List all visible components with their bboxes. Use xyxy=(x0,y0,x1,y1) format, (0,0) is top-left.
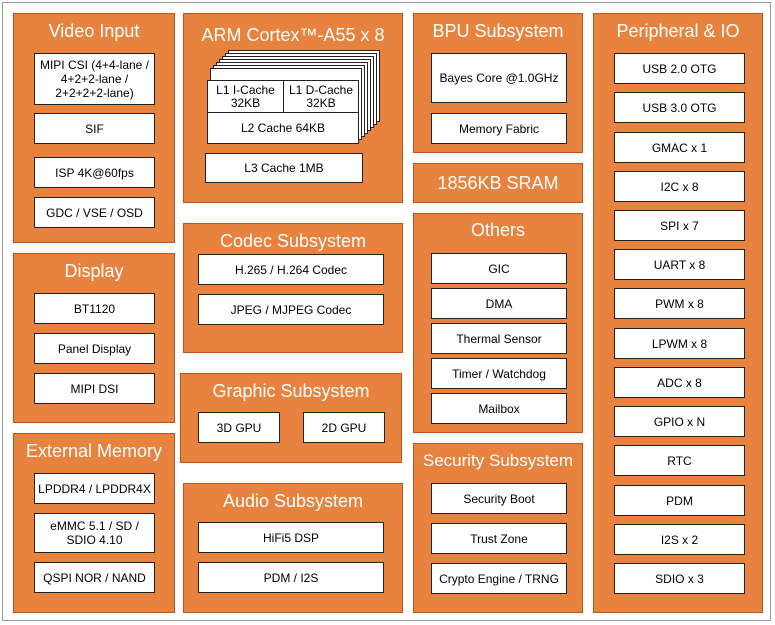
bpu-block: BPU Subsystem Bayes Core @1.0GHz Memory … xyxy=(413,13,583,153)
pwm-item: PWM x 8 xyxy=(614,288,745,319)
graphic-title: Graphic Subsystem xyxy=(212,381,370,401)
security-block: Security Subsystem Security Boot Trust Z… xyxy=(413,443,583,613)
emmc-sd-item: eMMC 5.1 / SD / SDIO 4.10 xyxy=(34,513,155,553)
isp-item: ISP 4K@60fps xyxy=(34,157,155,188)
security-boot-item: Security Boot xyxy=(431,483,567,514)
memory-fabric-item: Memory Fabric xyxy=(431,113,567,144)
display-block: Display BT1120 Panel Display MIPI DSI xyxy=(13,253,175,423)
peripheral-io-title: Peripheral & IO xyxy=(616,21,740,41)
codec-block: Codec Subsystem H.265 / H.264 Codec JPEG… xyxy=(183,223,403,353)
dma-item: DMA xyxy=(431,288,567,319)
security-title: Security Subsystem xyxy=(422,451,574,470)
lpddr4-item: LPDDR4 / LPDDR4X xyxy=(34,473,155,504)
bt1120-item: BT1120 xyxy=(34,293,155,324)
crypto-engine-trng-item: Crypto Engine / TRNG xyxy=(431,563,567,594)
2d-gpu-item: 2D GPU xyxy=(303,412,385,443)
codec-title: Codec Subsystem xyxy=(219,231,367,251)
adc-item: ADC x 8 xyxy=(614,367,745,398)
usb2-otg-item: USB 2.0 OTG xyxy=(614,53,745,84)
jpeg-mjpeg-codec-item: JPEG / MJPEG Codec xyxy=(198,294,384,325)
bpu-title: BPU Subsystem xyxy=(432,21,564,41)
gpio-item: GPIO x N xyxy=(614,406,745,437)
hifi5-dsp-item: HiFi5 DSP xyxy=(198,522,384,553)
3d-gpu-item: 3D GPU xyxy=(198,412,280,443)
external-memory-block: External Memory LPDDR4 / LPDDR4X eMMC 5.… xyxy=(13,433,175,613)
uart-item: UART x 8 xyxy=(614,249,745,280)
gdc-vse-osd-item: GDC / VSE / OSD xyxy=(34,197,155,228)
i2s-item: I2S x 2 xyxy=(614,524,745,555)
cpu-block: ARM Cortex™-A55 x 8 L1 I-Cache 32KB L1 D… xyxy=(183,13,403,203)
mailbox-item: Mailbox xyxy=(431,393,567,424)
sdio-item: SDIO x 3 xyxy=(614,563,745,594)
sif-item: SIF xyxy=(34,113,155,144)
pdm-i2s-item: PDM / I2S xyxy=(198,562,384,593)
qspi-item: QSPI NOR / NAND xyxy=(34,562,155,593)
gic-item: GIC xyxy=(431,253,567,284)
i2c-item: I2C x 8 xyxy=(614,171,745,202)
thermal-sensor-item: Thermal Sensor xyxy=(431,323,567,354)
usb3-otg-item: USB 3.0 OTG xyxy=(614,92,745,123)
external-memory-title: External Memory xyxy=(25,441,163,461)
l3-cache: L3 Cache 1MB xyxy=(205,153,363,183)
bayes-core-item: Bayes Core @1.0GHz xyxy=(431,53,567,103)
panel-display-item: Panel Display xyxy=(34,333,155,364)
display-title: Display xyxy=(64,261,124,281)
video-input-title: Video Input xyxy=(48,21,140,41)
h265-h264-codec-item: H.265 / H.264 Codec xyxy=(198,254,384,285)
cpu-title: ARM Cortex™-A55 x 8 xyxy=(201,25,385,45)
trust-zone-item: Trust Zone xyxy=(431,523,567,554)
audio-title: Audio Subsystem xyxy=(222,491,364,511)
timer-watchdog-item: Timer / Watchdog xyxy=(431,358,567,389)
sram-title: 1856KB SRAM xyxy=(437,173,559,193)
pdm-item: PDM xyxy=(614,485,745,516)
spi-item: SPI x 7 xyxy=(614,210,745,241)
gmac-item: GMAC x 1 xyxy=(614,132,745,163)
others-block: Others GIC DMA Thermal Sensor Timer / Wa… xyxy=(413,213,583,433)
others-title: Others xyxy=(470,220,526,240)
mipi-csi-item: MIPI CSI (4+4-lane / 4+2+2-lane / 2+2+2+… xyxy=(34,53,155,105)
peripheral-io-block: Peripheral & IO USB 2.0 OTG USB 3.0 OTG … xyxy=(593,13,763,613)
video-input-block: Video Input MIPI CSI (4+4-lane / 4+2+2-l… xyxy=(13,13,175,243)
sram-block: 1856KB SRAM xyxy=(413,163,583,203)
l1-icache: L1 I-Cache 32KB xyxy=(207,80,284,113)
rtc-item: RTC xyxy=(614,445,745,476)
l2-cache: L2 Cache 64KB xyxy=(207,112,359,144)
l1-dcache: L1 D-Cache 32KB xyxy=(283,80,359,113)
audio-block: Audio Subsystem HiFi5 DSP PDM / I2S xyxy=(183,483,403,613)
graphic-block: Graphic Subsystem 3D GPU 2D GPU xyxy=(180,373,402,463)
mipi-dsi-item: MIPI DSI xyxy=(34,373,155,404)
lpwm-item: LPWM x 8 xyxy=(614,328,745,359)
